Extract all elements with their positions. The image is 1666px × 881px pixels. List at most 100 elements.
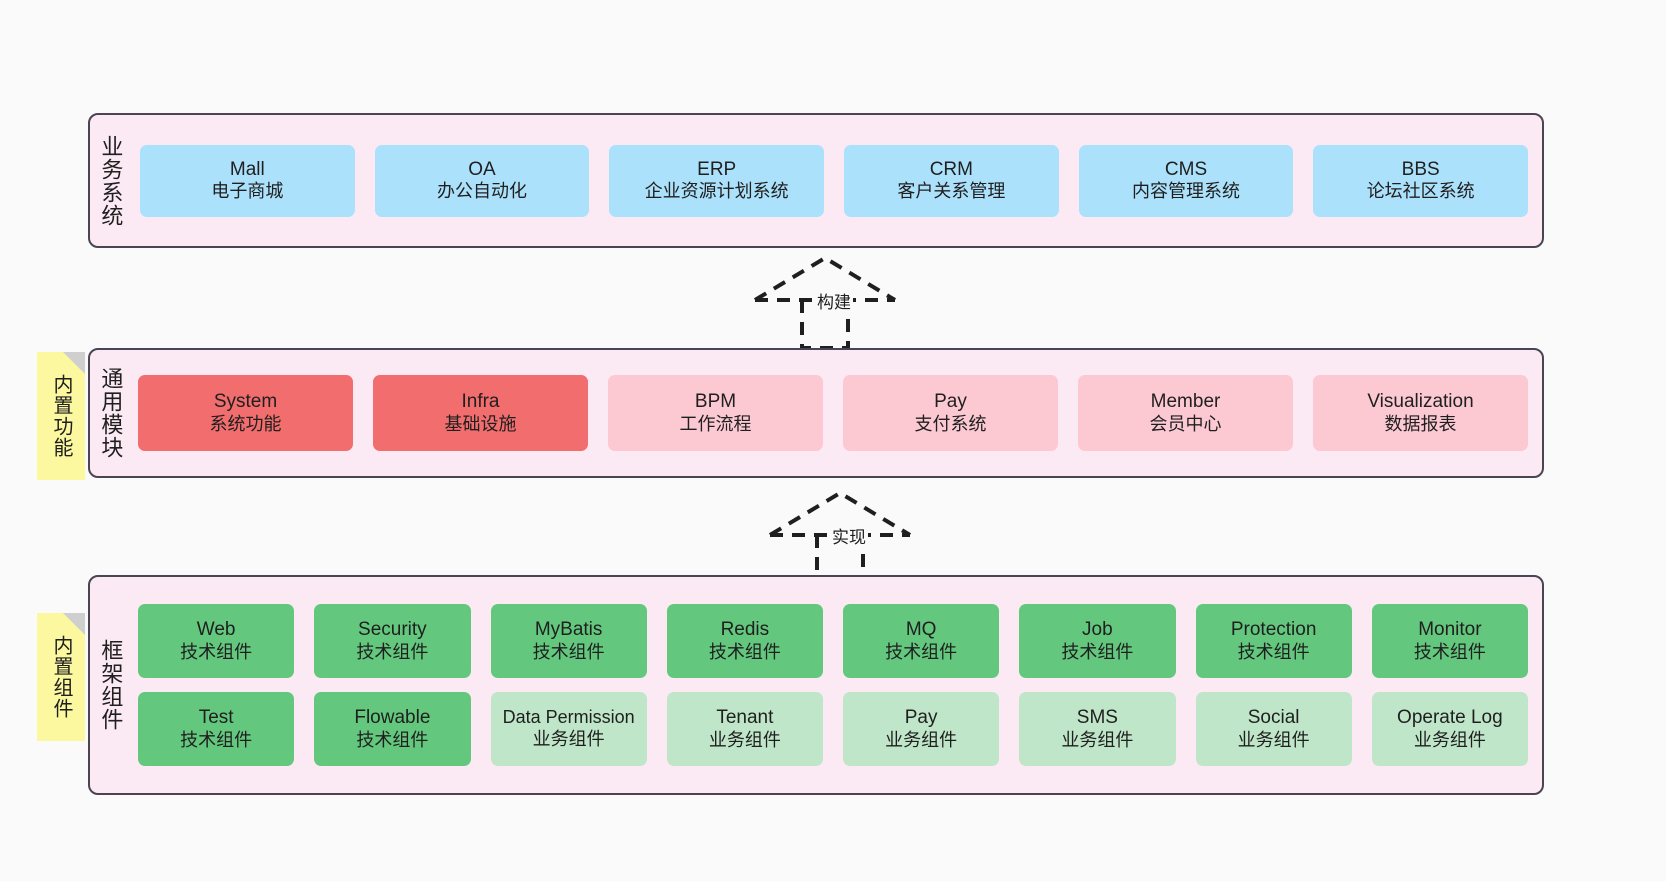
- node-label-cn: 会员中心: [1149, 413, 1222, 434]
- layer-title-common-module: 通用模块: [98, 367, 124, 459]
- layer-framework-component: 框架组件 Web 技术组件 Security 技术组件 MyBatis 技术组件…: [88, 575, 1544, 795]
- node-label-cn: 数据报表: [1384, 413, 1457, 434]
- node-label-en: CMS: [1164, 158, 1208, 180]
- node-label-cn: 内容管理系统: [1132, 181, 1241, 202]
- node-label-cn: 技术组件: [180, 641, 253, 662]
- node-protection[interactable]: Protection 技术组件: [1195, 604, 1352, 678]
- connector-build: 构建: [745, 252, 925, 350]
- node-label-en: MQ: [905, 619, 937, 641]
- node-label-en: BBS: [1401, 158, 1440, 180]
- node-label-cn: 技术组件: [708, 641, 781, 662]
- node-label-en: Web: [196, 619, 236, 641]
- node-pay-component[interactable]: Pay 业务组件: [843, 692, 1000, 766]
- node-label-en: Protection: [1230, 619, 1317, 641]
- connector-label-build: 构建: [815, 288, 853, 313]
- node-redis[interactable]: Redis 技术组件: [666, 604, 823, 678]
- connector-realize: 实现: [760, 487, 940, 585]
- sticky-note-label: 内置组件: [50, 635, 72, 719]
- node-label-en: Visualization: [1367, 391, 1474, 413]
- node-label-en: Pay: [934, 391, 967, 413]
- node-job[interactable]: Job 技术组件: [1019, 604, 1176, 678]
- node-security[interactable]: Security 技术组件: [314, 604, 471, 678]
- node-label-en: Flowable: [354, 707, 431, 729]
- node-oa[interactable]: OA 办公自动化: [374, 144, 590, 217]
- node-label-en: Job: [1082, 619, 1113, 641]
- node-label-en: BPM: [694, 391, 737, 413]
- node-label-cn: 系统功能: [209, 413, 282, 434]
- node-label-cn: 企业资源计划系统: [644, 181, 789, 202]
- node-label-cn: 业务组件: [1237, 729, 1310, 750]
- node-label-cn: 论坛社区系统: [1366, 181, 1475, 202]
- node-label-cn: 技术组件: [885, 641, 958, 662]
- layer-row: Mall 电子商城 OA 办公自动化 ERP 企业资源计划系统 CRM 客户关系…: [140, 144, 1529, 217]
- node-label-cn: 业务组件: [532, 729, 605, 749]
- node-label-cn: 技术组件: [1237, 641, 1310, 662]
- node-pay[interactable]: Pay 支付系统: [843, 375, 1058, 451]
- layer-common-module: 通用模块 System 系统功能 Infra 基础设施 BPM 工作流程 Pay…: [88, 348, 1544, 478]
- node-monitor[interactable]: Monitor 技术组件: [1371, 604, 1528, 678]
- node-label-cn: 支付系统: [914, 413, 987, 434]
- node-label-en: SMS: [1076, 707, 1118, 729]
- node-mall[interactable]: Mall 电子商城: [140, 144, 355, 217]
- layer-row: Web 技术组件 Security 技术组件 MyBatis 技术组件 Redi…: [138, 604, 1528, 678]
- node-label-cn: 基础设施: [444, 413, 517, 434]
- node-system[interactable]: System 系统功能: [138, 375, 353, 451]
- node-sms[interactable]: SMS 业务组件: [1019, 692, 1176, 766]
- layer-body-framework-component: Web 技术组件 Security 技术组件 MyBatis 技术组件 Redi…: [130, 577, 1542, 793]
- node-label-cn: 业务组件: [1061, 729, 1134, 750]
- node-label-en: Social: [1247, 707, 1300, 729]
- node-label-en: ERP: [697, 158, 737, 180]
- node-label-en: Data Permission: [502, 707, 635, 728]
- layer-row: Test 技术组件 Flowable 技术组件 Data Permission …: [138, 692, 1528, 766]
- node-web[interactable]: Web 技术组件: [138, 604, 295, 678]
- layer-business-system: 业务系统 Mall 电子商城 OA 办公自动化 ERP 企业资源计划系统 CRM…: [88, 113, 1544, 248]
- node-label-en: Tenant: [716, 707, 774, 729]
- node-label-en: Infra: [461, 391, 500, 413]
- node-social[interactable]: Social 业务组件: [1195, 692, 1352, 766]
- node-bpm[interactable]: BPM 工作流程: [608, 375, 823, 451]
- sticky-note-builtin-components: 内置组件: [37, 613, 85, 741]
- node-label-en: Operate Log: [1397, 707, 1503, 729]
- node-infra[interactable]: Infra 基础设施: [373, 375, 588, 451]
- node-label-en: System: [213, 391, 278, 413]
- node-label-cn: 工作流程: [679, 413, 752, 434]
- node-label-cn: 业务组件: [1413, 729, 1486, 750]
- node-bbs[interactable]: BBS 论坛社区系统: [1313, 144, 1529, 217]
- node-erp[interactable]: ERP 企业资源计划系统: [609, 144, 825, 217]
- node-label-cn: 电子商城: [211, 181, 284, 202]
- sticky-note-label: 内置功能: [50, 374, 72, 458]
- layer-row: System 系统功能 Infra 基础设施 BPM 工作流程 Pay 支付系统…: [138, 375, 1528, 451]
- node-crm[interactable]: CRM 客户关系管理: [844, 144, 1059, 217]
- node-mq[interactable]: MQ 技术组件: [843, 604, 1000, 678]
- layer-body-common-module: System 系统功能 Infra 基础设施 BPM 工作流程 Pay 支付系统…: [130, 350, 1542, 476]
- node-label-en: MyBatis: [534, 619, 603, 641]
- node-label-en: Redis: [720, 619, 770, 641]
- sticky-note-builtin-features: 内置功能: [37, 352, 85, 480]
- node-label-cn: 业务组件: [708, 729, 781, 750]
- node-label-cn: 技术组件: [356, 641, 429, 662]
- node-tenant[interactable]: Tenant 业务组件: [666, 692, 823, 766]
- node-label-cn: 技术组件: [1413, 641, 1486, 662]
- connector-label-realize: 实现: [830, 523, 868, 548]
- node-label-en: Member: [1150, 391, 1221, 413]
- note-fold-icon: [63, 352, 85, 374]
- node-label-en: Security: [358, 619, 427, 641]
- node-operate-log[interactable]: Operate Log 业务组件: [1371, 692, 1528, 766]
- node-label-en: CRM: [929, 158, 973, 180]
- node-label-en: Test: [198, 707, 234, 729]
- node-member[interactable]: Member 会员中心: [1078, 375, 1293, 451]
- node-label-en: Monitor: [1418, 619, 1482, 641]
- node-test[interactable]: Test 技术组件: [138, 692, 295, 766]
- layer-title-framework-component: 框架组件: [98, 639, 124, 731]
- node-label-cn: 技术组件: [1061, 641, 1134, 662]
- node-label-cn: 技术组件: [356, 729, 429, 750]
- node-data-permission[interactable]: Data Permission 业务组件: [490, 692, 647, 766]
- layer-title-business-system: 业务系统: [98, 134, 124, 227]
- node-visualization[interactable]: Visualization 数据报表: [1313, 375, 1528, 451]
- node-mybatis[interactable]: MyBatis 技术组件: [490, 604, 647, 678]
- node-flowable[interactable]: Flowable 技术组件: [314, 692, 471, 766]
- node-cms[interactable]: CMS 内容管理系统: [1078, 144, 1294, 217]
- node-label-cn: 技术组件: [532, 641, 605, 662]
- node-label-cn: 技术组件: [180, 729, 253, 750]
